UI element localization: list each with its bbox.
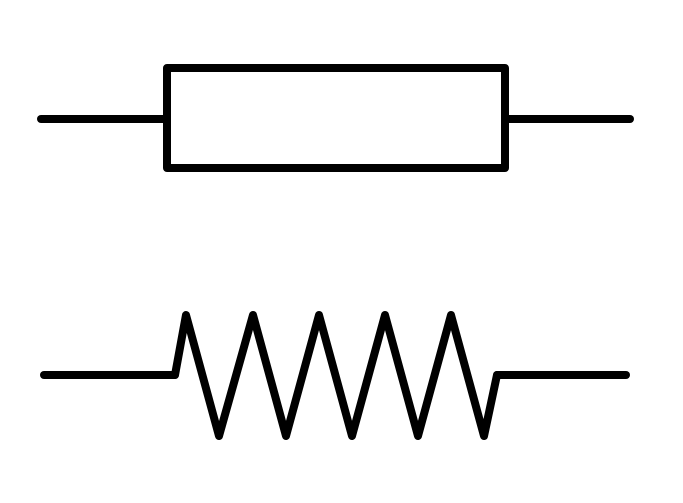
- resistor-zigzag-symbol: [40, 311, 630, 440]
- resistor-rectangle-symbol: [37, 64, 634, 172]
- zigzag-body: [171, 311, 501, 440]
- rectangle-body: [163, 64, 509, 172]
